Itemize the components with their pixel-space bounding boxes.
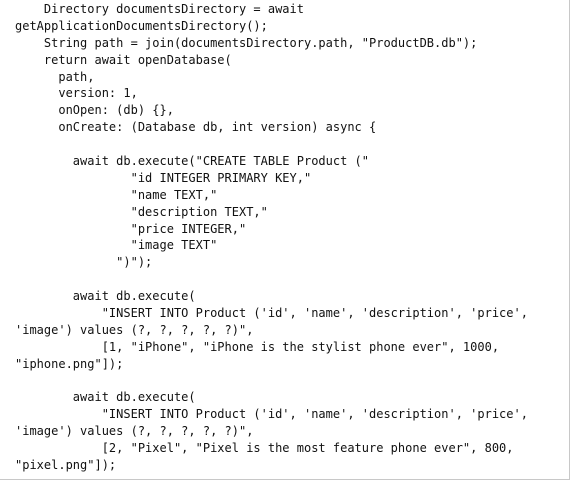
code-line: path, [15, 69, 95, 84]
code-line: await db.execute( [15, 390, 196, 405]
code-line: return await openDatabase( [15, 52, 232, 67]
code-line: onOpen: (db) {}, [15, 103, 174, 118]
code-line: getApplicationDocumentsDirectory(); [15, 18, 268, 33]
code-line: 'image') values (?, ?, ?, ?, ?)", [15, 424, 254, 439]
code-line: "price INTEGER," [15, 221, 247, 236]
code-line: "name TEXT," [15, 187, 218, 202]
code-line [15, 271, 528, 288]
code-line: "INSERT INTO Product ('id', 'name', 'des… [15, 306, 528, 321]
code-line: [2, "Pixel", "Pixel is the most feature … [15, 441, 514, 456]
code-line: "description TEXT," [15, 204, 268, 219]
code-line: "INSERT INTO Product ('id', 'name', 'des… [15, 407, 528, 422]
code-line [15, 373, 528, 390]
code-block: Directory documentsDirectory = await getA… [15, 1, 528, 474]
code-line: Directory documentsDirectory = await [15, 2, 304, 16]
code-line: ")"); [15, 255, 153, 270]
code-line: String path = join(documentsDirectory.pa… [15, 35, 478, 50]
code-line: "pixel.png"]); [15, 458, 117, 473]
code-line: await db.execute("CREATE TABLE Product (… [15, 154, 370, 169]
code-line: await db.execute( [15, 289, 196, 304]
code-line: 'image') values (?, ?, ?, ?, ?)", [15, 322, 254, 337]
code-line: "image TEXT" [15, 238, 218, 253]
code-line: "id INTEGER PRIMARY KEY," [15, 170, 312, 185]
code-line: [1, "iPhone", "iPhone is the stylist pho… [15, 339, 500, 354]
code-line: version: 1, [15, 86, 138, 101]
code-line: onCreate: (Database db, int version) asy… [15, 120, 377, 135]
code-line [15, 136, 528, 153]
code-line: "iphone.png"]); [15, 356, 124, 371]
